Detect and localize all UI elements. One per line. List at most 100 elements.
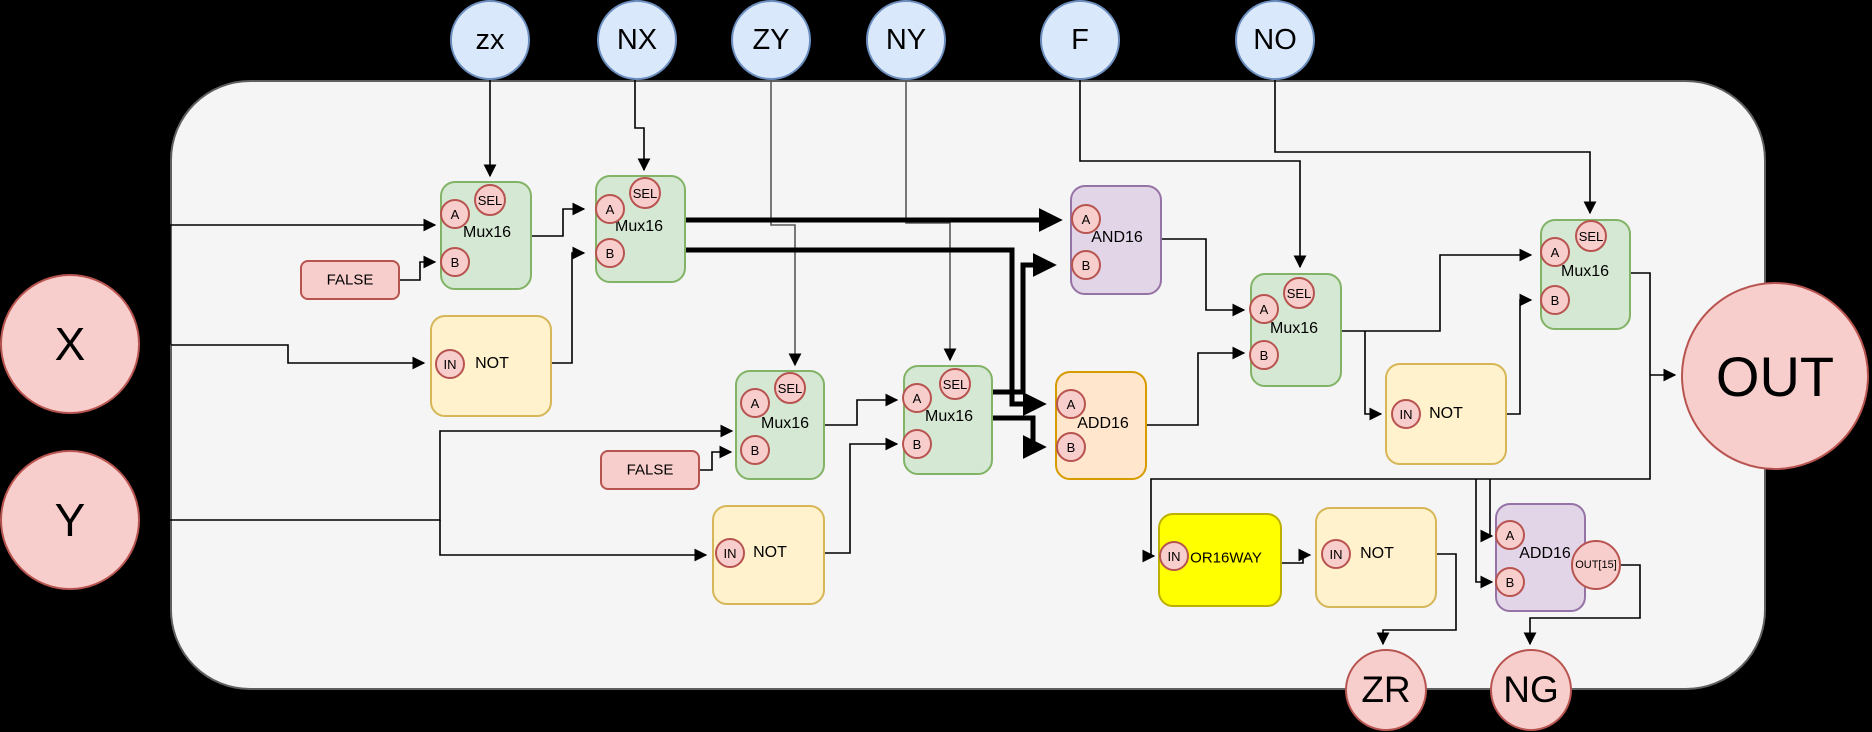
port-mux5-a: A <box>1249 294 1279 324</box>
output-node-out[interactable]: OUT <box>1681 282 1869 470</box>
port-label: A <box>1259 301 1269 317</box>
gate-label-mux6: Mux16 <box>1560 263 1610 280</box>
output-node-ng[interactable]: NG <box>1490 649 1572 731</box>
input-label-no: NO <box>1253 23 1297 56</box>
constant-label-false-1: FALSE <box>326 271 374 289</box>
port-add16-flag-out15: OUT[15] <box>1571 540 1621 590</box>
input-label-y: Y <box>54 494 86 546</box>
port-label: B <box>1066 439 1076 455</box>
port-mux3-b: B <box>740 435 770 465</box>
port-not4-in: IN <box>1321 539 1351 569</box>
port-mux2-a: A <box>595 194 625 224</box>
port-add16-flag-b: B <box>1495 567 1525 597</box>
input-node-f[interactable]: F <box>1040 0 1120 80</box>
input-node-ny[interactable]: NY <box>866 0 946 80</box>
port-mux4-sel: SEL <box>939 368 971 400</box>
gate-label-not2: NOT <box>753 544 787 561</box>
port-or16way-in: IN <box>1159 541 1189 571</box>
port-add16-flag-a: A <box>1495 520 1525 550</box>
input-label-zy: ZY <box>752 23 790 56</box>
port-label: A <box>605 201 615 217</box>
input-node-no[interactable]: NO <box>1235 0 1315 80</box>
port-label: A <box>1550 244 1560 260</box>
input-label-nx: NX <box>616 23 658 56</box>
port-mux6-a: A <box>1540 237 1570 267</box>
port-label: A <box>912 390 922 406</box>
port-mux2-sel: SEL <box>629 177 661 209</box>
port-mux4-a: A <box>902 383 932 413</box>
gate-not4[interactable] <box>1315 507 1437 608</box>
port-mux3-a: A <box>740 388 770 418</box>
output-label-out: OUT <box>1715 344 1835 408</box>
port-label: B <box>750 442 760 458</box>
constant-false-1[interactable] <box>300 260 400 300</box>
port-label: SEL <box>777 380 803 396</box>
port-not1-in: IN <box>435 349 465 379</box>
port-label: B <box>1259 347 1269 363</box>
port-mux1-sel: SEL <box>474 184 506 216</box>
port-label: SEL <box>632 185 658 201</box>
port-mux6-b: B <box>1540 285 1570 315</box>
input-label-zx: zx <box>475 23 505 56</box>
port-label: B <box>1550 292 1560 308</box>
port-and16-a: A <box>1071 204 1101 234</box>
input-node-nx[interactable]: NX <box>597 0 677 80</box>
gate-label-mux4: Mux16 <box>924 408 974 425</box>
input-node-zx[interactable]: zx <box>450 0 530 80</box>
input-label-ny: NY <box>885 23 927 56</box>
output-label-ng: NG <box>1503 669 1559 710</box>
gate-label-not3: NOT <box>1429 405 1463 422</box>
port-label: A <box>1066 396 1076 412</box>
port-label: B <box>450 254 460 270</box>
port-label: IN <box>1167 548 1181 564</box>
port-mux1-b: B <box>440 247 470 277</box>
input-node-y[interactable]: Y <box>0 450 140 590</box>
port-label: IN <box>1399 406 1413 422</box>
port-mux1-a: A <box>440 199 470 229</box>
port-label: IN <box>1329 546 1343 562</box>
port-label: A <box>1505 527 1515 543</box>
port-label: SEL <box>1286 285 1312 301</box>
port-label: B <box>605 245 615 261</box>
port-label: SEL <box>477 192 503 208</box>
port-mux4-b: B <box>902 429 932 459</box>
gate-label-add16-main: ADD16 <box>1077 415 1129 432</box>
port-label: B <box>1081 257 1091 273</box>
input-label-x: X <box>54 318 86 370</box>
gate-label-not1: NOT <box>475 355 509 372</box>
port-label: OUT[15] <box>1575 559 1617 571</box>
port-label: A <box>750 395 760 411</box>
constant-label-false-2: FALSE <box>626 461 674 479</box>
port-mux2-b: B <box>595 238 625 268</box>
port-label: B <box>912 436 922 452</box>
port-not2-in: IN <box>715 538 745 568</box>
gate-label-and16: AND16 <box>1091 229 1143 246</box>
port-and16-b: B <box>1071 250 1101 280</box>
port-not3-in: IN <box>1391 399 1421 429</box>
gate-label-or16way: OR16WAY <box>1190 549 1262 567</box>
gate-label-add16-flag: ADD16 <box>1519 545 1571 562</box>
constant-false-2[interactable] <box>600 450 700 490</box>
port-mux6-sel: SEL <box>1575 220 1607 252</box>
gate-label-mux2: Mux16 <box>614 218 664 235</box>
port-label: IN <box>443 356 457 372</box>
port-label: A <box>450 206 460 222</box>
port-mux5-sel: SEL <box>1283 277 1315 309</box>
output-node-zr[interactable]: ZR <box>1345 649 1427 731</box>
input-label-f: F <box>1071 23 1089 56</box>
output-label-zr: ZR <box>1361 669 1411 710</box>
gate-label-not4: NOT <box>1360 545 1394 562</box>
port-label: B <box>1505 574 1515 590</box>
port-label: SEL <box>942 376 968 392</box>
port-label: IN <box>723 545 737 561</box>
port-add16-main-a: A <box>1056 389 1086 419</box>
gate-label-mux5: Mux16 <box>1269 320 1319 337</box>
gate-label-mux3: Mux16 <box>760 415 810 432</box>
gate-label-mux1: Mux16 <box>462 224 512 241</box>
input-node-zy[interactable]: ZY <box>731 0 811 80</box>
port-label: SEL <box>1578 228 1604 244</box>
input-node-x[interactable]: X <box>0 274 140 414</box>
port-label: A <box>1081 211 1091 227</box>
port-mux3-sel: SEL <box>774 372 806 404</box>
